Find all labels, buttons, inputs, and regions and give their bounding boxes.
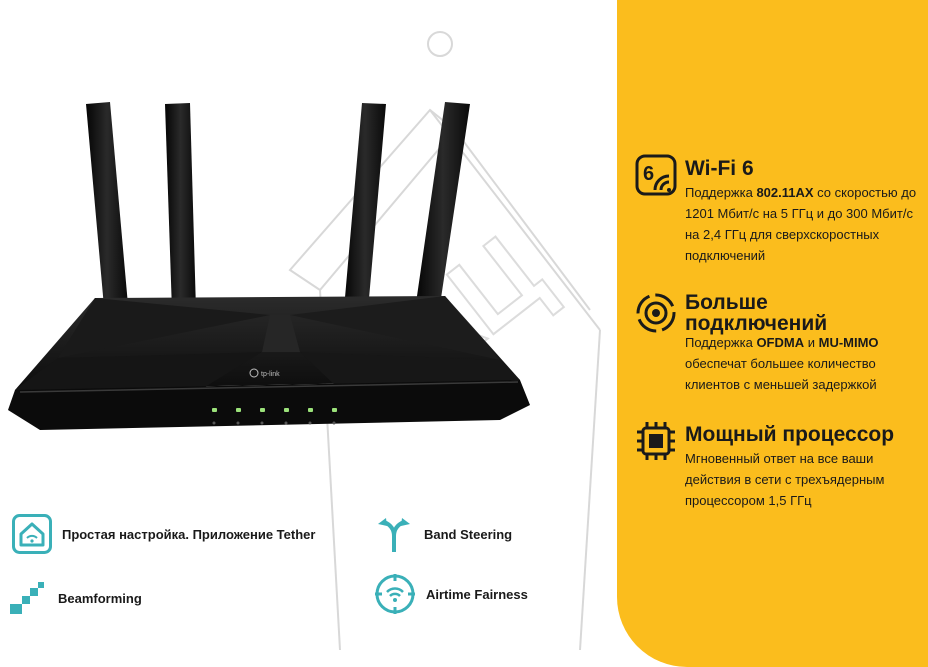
bottom-feature-airtime-fairness: Airtime Fairness [374, 572, 528, 616]
feature-processor: Мощный процессор Мгновенный ответ на все… [635, 418, 922, 518]
router-antennas [86, 102, 470, 311]
beamforming-icon [10, 582, 44, 614]
router-image: tp-link [8, 102, 530, 430]
band-steering-icon [378, 518, 410, 552]
feature-description: Поддержка OFDMA и MU-MIMO обеспечат боль… [685, 332, 922, 395]
airtime-fairness-icon [375, 574, 415, 614]
description-text: Мгновенный ответ на все ваши действия в … [685, 451, 885, 508]
description-text: Поддержка [685, 335, 757, 350]
feature-title-line1: Больше [685, 291, 768, 314]
feature-description: Мгновенный ответ на все ваши действия в … [685, 448, 922, 511]
features-panel: 6 Wi-Fi 6 Поддержка 802.11AX со скорость… [617, 0, 928, 667]
highlight-text: 802.11AX [756, 185, 814, 200]
bottom-feature-label: Beamforming [58, 590, 142, 606]
router-leds [212, 408, 337, 412]
bottom-feature-beamforming: Beamforming [8, 576, 142, 620]
tether-app-icon [12, 514, 52, 554]
description-text: и [804, 335, 819, 350]
feature-title: Wi-Fi 6 [685, 157, 754, 180]
feature-description: Поддержка 802.11AX со скоростью до 1201 … [685, 182, 922, 266]
bottom-feature-label: Airtime Fairness [426, 586, 528, 602]
highlight-text: OFDMA [756, 335, 805, 350]
processor-icon [637, 422, 675, 460]
description-text: Поддержка [685, 185, 757, 200]
connections-icon [636, 293, 676, 333]
wifi6-icon: 6 [635, 154, 677, 196]
highlight-text: MU-MIMO [818, 335, 879, 350]
feature-title: Мощный процессор [685, 423, 895, 446]
feature-wifi6: 6 Wi-Fi 6 Поддержка 802.11AX со скорость… [635, 152, 922, 263]
feature-title-line2: подключений [685, 312, 828, 335]
feature-connections: Больше подключений Поддержка OFDMA и MU-… [635, 290, 922, 400]
router-brand: tp-link [261, 371, 280, 378]
description-text: со скоростью до 1201 Мбит/с на 5 ГГц и д… [685, 185, 917, 263]
svg-text:6: 6 [643, 163, 654, 185]
bottom-feature-label: Band Steering [424, 526, 513, 542]
feature-title: Больше подключений [685, 292, 827, 334]
description-text: обеспечат большее количество клиентов с … [685, 356, 877, 392]
bottom-feature-tether: Простая настройка. Приложение Tether [12, 512, 315, 556]
bottom-feature-label: Простая настройка. Приложение Tether [62, 526, 316, 542]
bottom-feature-band-steering: Band Steering [374, 512, 512, 556]
